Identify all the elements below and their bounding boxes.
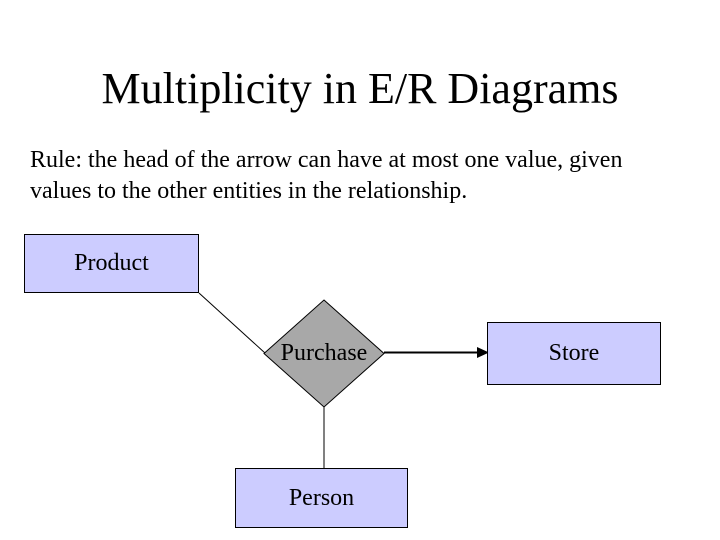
entity-product-label: Product [74,250,149,276]
purchase-relationship-diamond [263,299,385,408]
slide-title: Multiplicity in E/R Diagrams [101,64,619,113]
arrowhead-icon [477,347,489,358]
entity-store: Store [487,322,661,385]
entity-person: Person [235,468,408,528]
relationship-purchase-label: Purchase [280,340,368,366]
rule-text: Rule: the head of the arrow can have at … [30,145,670,207]
entity-store-label: Store [548,340,600,366]
product-purchase-connector-line [198,292,266,354]
entity-person-label: Person [288,484,355,511]
rule-text-line-2: values to the other entities in the rela… [30,178,468,204]
entity-product: Product [24,234,199,293]
rule-text-line-1: Rule: the head of the arrow can have at … [30,147,623,173]
